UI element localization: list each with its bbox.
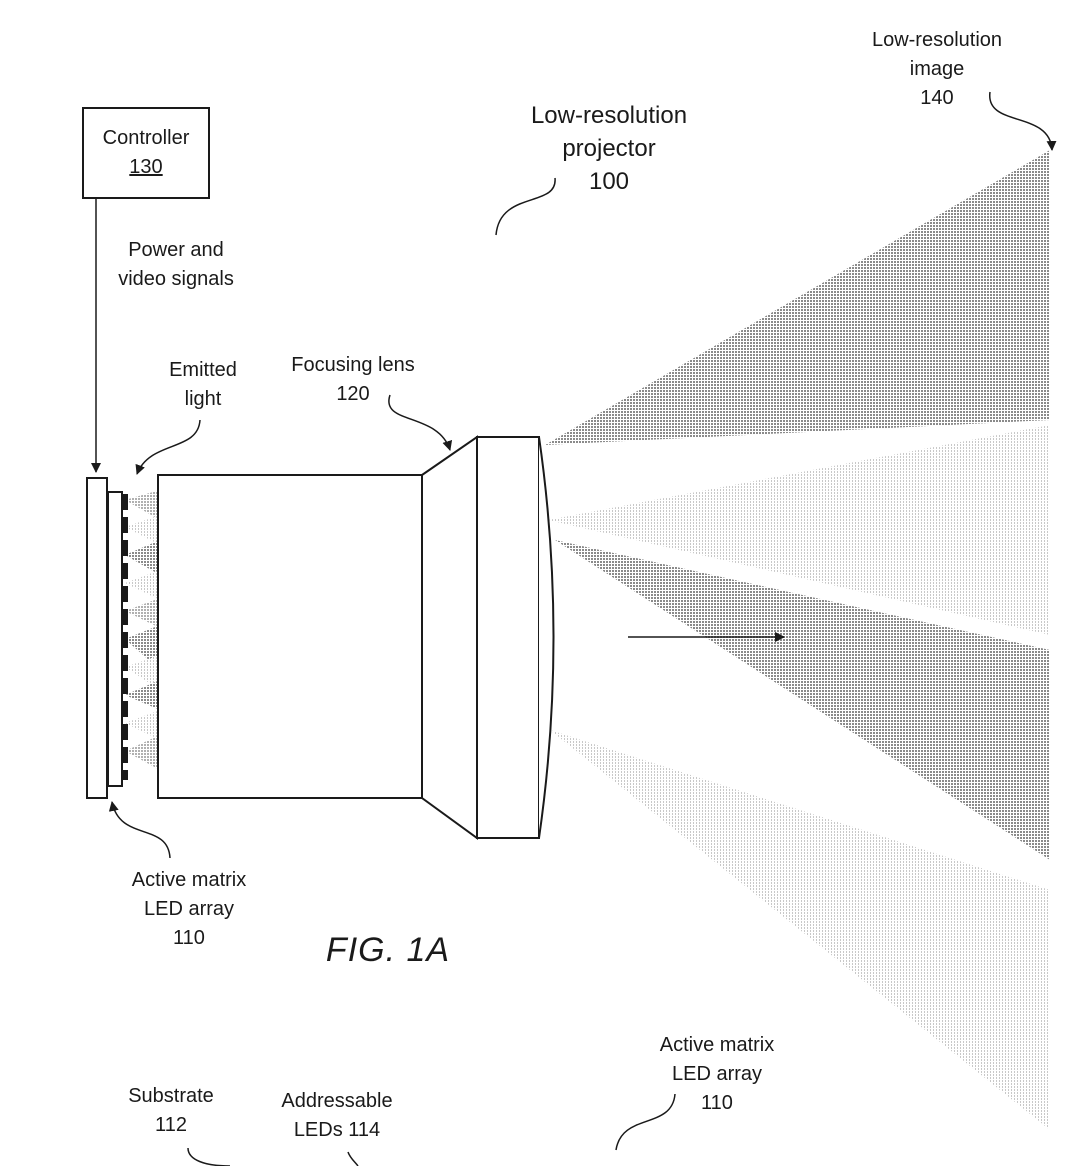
signals-label: Power and video signals [118,239,234,290]
led-array-2-label: Active matrix LED array 110 [659,1034,775,1114]
projector-leader [495,177,556,236]
emitted-light-leader [135,419,201,475]
beam-top [545,150,1050,445]
image-label: Low-resolution image 140 [871,29,1003,109]
led-array-plate [107,491,123,787]
substrate-plate [86,477,108,799]
beam-lower [550,730,1050,1130]
led-array-leader [108,801,171,859]
image-leader [989,91,1057,151]
lens-front-ring [476,436,540,839]
controller-label: Controller 130 [102,127,190,178]
projector-label: Low-resolution projector 100 [530,102,688,195]
emitted-light-cones [125,490,160,770]
substrate-leader [187,1147,231,1166]
lens-glass [538,436,555,839]
substrate-label: Substrate 112 [128,1085,214,1136]
controller-box [82,107,210,199]
lens-barrel [157,474,423,799]
lens-flare [421,435,478,840]
led-array-label: Active matrix LED array 110 [131,869,247,949]
addressable-leds-leader [347,1151,359,1166]
beam-upper [548,425,1050,635]
figure-label: FIG. 1A [325,931,451,969]
focusing-lens-label: Focusing lens 120 [291,354,415,405]
projected-beams [545,150,1050,1130]
led-array-2-leader [615,1093,676,1151]
focusing-lens-leader [388,394,453,451]
addressable-leds-label: Addressable LEDs 114 [281,1090,393,1141]
emitted-light-label: Emitted light [169,359,237,410]
beam-middle [555,540,1050,860]
